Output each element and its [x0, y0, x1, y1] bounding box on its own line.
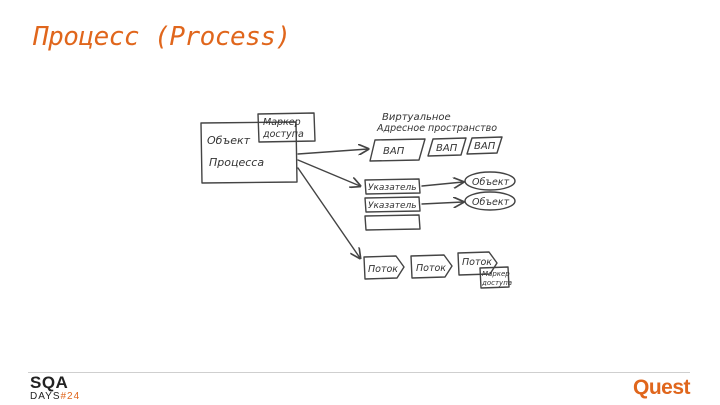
sqa-logo-number: #24	[60, 391, 81, 402]
process-object-box: Объект Процесса	[200, 121, 298, 184]
access-marker-box: Маркер доступа	[257, 112, 316, 143]
pointer-label-1: Указатель	[368, 183, 417, 193]
vad-label-1: ВАП	[383, 146, 405, 157]
sqa-logo-bottom: DAYS#24	[30, 391, 100, 402]
vad-label-2: ВАП	[436, 143, 458, 154]
thread-access-marker-box: Маркер доступа	[479, 266, 512, 289]
arrow-pointer-1-to-object	[421, 182, 463, 186]
pointer-label-2: Указатель	[368, 201, 417, 211]
thread-block-3: Поток	[457, 251, 498, 276]
vad-block-3: ВАП	[466, 136, 503, 155]
thread-label-3: Поток	[462, 257, 492, 268]
arrow-to-threads	[297, 167, 360, 258]
arrow-pointer-2-to-object	[421, 202, 463, 204]
footer-divider	[28, 372, 690, 373]
vad-block-2: ВАП	[427, 137, 467, 157]
thread-label-2: Поток	[416, 263, 446, 274]
thread-marker-line1: Маркер	[482, 270, 510, 278]
pointer-box-2: Указатель	[364, 196, 421, 213]
access-marker-line1: Маркер	[263, 117, 301, 128]
thread-marker-line2: доступа	[481, 279, 512, 287]
access-marker-line2: доступа	[262, 129, 304, 140]
thread-block-2: Поток	[410, 254, 453, 279]
thread-block-1: Поток	[363, 255, 405, 280]
address-space-line2: Адресное пространство	[376, 123, 497, 134]
vad-block-1: ВАП	[369, 138, 426, 162]
address-space-line1: Виртуальное	[382, 112, 451, 123]
quest-logo: Quest	[632, 376, 691, 399]
process-object-line1: Объект	[207, 134, 251, 147]
pointer-box-3	[364, 214, 421, 231]
arrow-to-address-space	[297, 149, 368, 154]
object-label-2: Объект	[472, 197, 510, 208]
process-object-line2: Процесса	[209, 156, 264, 169]
pointer-box-1: Указатель	[364, 178, 421, 195]
sqa-days-logo: SQA DAYS#24	[30, 374, 100, 404]
object-ellipse-2: Объект	[464, 191, 516, 211]
sqa-logo-top: SQA	[30, 373, 69, 392]
object-ellipse-1: Объект	[464, 171, 516, 191]
thread-label-1: Поток	[368, 264, 398, 275]
vad-label-3: ВАП	[474, 141, 496, 152]
sqa-logo-days: DAYS	[30, 391, 61, 402]
object-label-1: Объект	[472, 177, 510, 188]
arrow-to-pointers	[297, 159, 360, 186]
slide-title: Процесс (Process)	[33, 22, 291, 52]
